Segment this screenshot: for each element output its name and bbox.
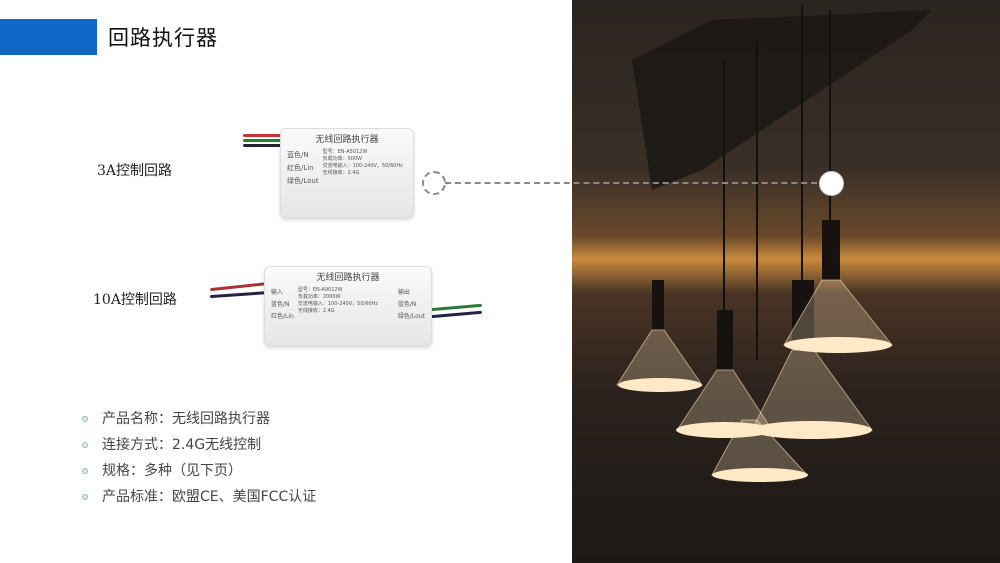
bullet-icon <box>82 442 88 448</box>
wire-blue <box>243 144 283 147</box>
device-output-labels: 输出 蓝色/N 绿色/Lout <box>398 287 425 323</box>
device-text: 红色/Lin <box>271 313 294 320</box>
device-name: 无线回路执行器 <box>315 135 379 145</box>
bullet-text: 规格：多种（见下页） <box>102 463 242 479</box>
device-marker-ring <box>422 171 446 195</box>
device-text: 负载功率：2000W <box>297 294 341 300</box>
device-text: 无线接收：2.4G <box>322 170 360 176</box>
bullet-icon <box>82 416 88 422</box>
bullet-icon <box>82 468 88 474</box>
device-specs: 型号：EN-A9012W 负载功率：2000W 交流电输入：100-240V，5… <box>298 287 394 323</box>
wire-red <box>210 281 270 292</box>
device-text-row: 蓝色/N 红色/Lin 绿色/Lout 型号：EN-A5012W 负载功率：50… <box>287 149 407 188</box>
page-title: 回路执行器 <box>108 26 218 50</box>
device-text: 蓝色/N <box>271 301 290 308</box>
device-text: 蓝色/N <box>397 301 417 308</box>
device-text: 输入 <box>271 289 284 296</box>
bullet-icon <box>82 494 88 500</box>
connector-dashed-line <box>445 182 827 184</box>
pendant-lamps-photo <box>572 0 1000 563</box>
device-text-row: 输入 蓝色/N 红色/Lin 型号：EN-A9012W 负载功率：2000W 交… <box>271 287 425 323</box>
title-accent-bar <box>0 19 97 55</box>
device-text: 型号：EN-A5012W <box>322 149 368 155</box>
device-text: 无线接收：2.4G <box>297 308 335 314</box>
list-item: 规格：多种（见下页） <box>82 458 316 484</box>
device-text: 交流电输入：100-240V，50/60Hz <box>322 163 403 169</box>
device-text: 绿色/Lout <box>397 313 425 320</box>
device-text: 交流电输入：100-240V，50/60Hz <box>297 301 378 307</box>
bullet-text: 产品名称：无线回路执行器 <box>102 411 270 427</box>
device-text: 红色/Lin <box>287 164 314 172</box>
device-3a-image: 无线回路执行器 蓝色/N 红色/Lin 绿色/Lout 型号：EN-A5012W… <box>280 128 414 218</box>
wire-green <box>243 139 283 142</box>
product-label-3a: 3A控制回路 <box>97 163 173 179</box>
product-info-list: 产品名称：无线回路执行器 连接方式：2.4G无线控制 规格：多种（见下页） 产品… <box>82 406 316 510</box>
product-label-10a: 10A控制回路 <box>93 292 177 308</box>
device-text: 负载功率：500W <box>322 156 363 162</box>
device-text: 绿色/Lout <box>287 177 319 185</box>
bullet-text: 连接方式：2.4G无线控制 <box>102 437 262 453</box>
lamps-illustration <box>616 5 932 482</box>
wire-blue <box>429 310 483 319</box>
wire-green <box>429 303 483 312</box>
wire-red <box>243 134 283 137</box>
device-text: 蓝色/N <box>287 151 309 159</box>
device-input-labels: 输入 蓝色/N 红色/Lin <box>271 287 294 323</box>
device-specs: 型号：EN-A5012W 负载功率：500W 交流电输入：100-240V，50… <box>323 149 407 188</box>
device-wire-labels: 蓝色/N 红色/Lin 绿色/Lout <box>287 149 319 188</box>
list-item: 产品标准：欧盟CE、美国FCC认证 <box>82 484 316 510</box>
device-text: 输出 <box>397 289 410 296</box>
wire-blue <box>209 290 271 299</box>
list-item: 连接方式：2.4G无线控制 <box>82 432 316 458</box>
lamp-marker-dot <box>819 171 844 196</box>
device-text: 型号：EN-A9012W <box>297 287 343 293</box>
device-name: 无线回路执行器 <box>316 273 380 283</box>
list-item: 产品名称：无线回路执行器 <box>82 406 316 432</box>
device-10a-image: 无线回路执行器 输入 蓝色/N 红色/Lin 型号：EN-A9012W 负载功率… <box>264 266 432 346</box>
bullet-text: 产品标准：欧盟CE、美国FCC认证 <box>102 489 317 505</box>
